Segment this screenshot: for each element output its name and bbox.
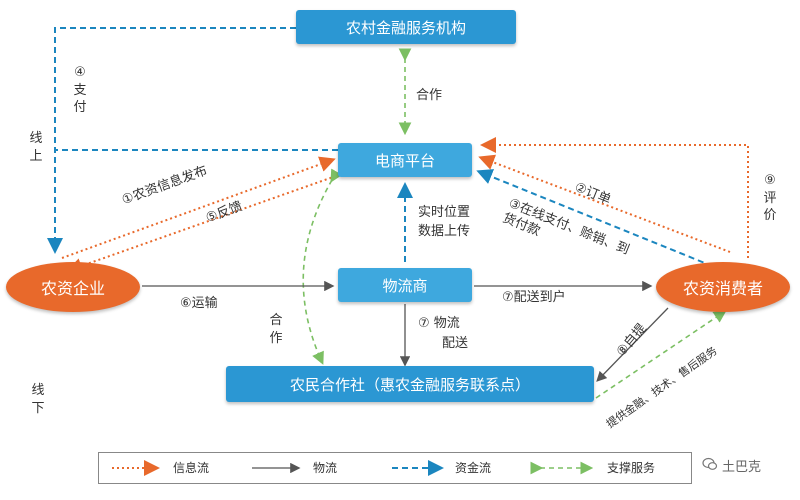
legend: 信息流 物流 资金流 支撑服务 bbox=[98, 452, 692, 484]
label-transport: ⑥运输 bbox=[180, 296, 218, 311]
label-online: 线上 bbox=[29, 131, 43, 164]
label-evaluate: ⑨评价 bbox=[763, 173, 777, 224]
support-flow-service bbox=[595, 310, 727, 399]
logistics-flow-pickup bbox=[596, 307, 669, 382]
node-cooperative: 农民合作社（惠农金融服务联系点） bbox=[226, 366, 594, 402]
label-offline: 线下 bbox=[31, 383, 45, 416]
capital-flow-pay bbox=[47, 27, 296, 254]
wechat-icon bbox=[702, 457, 718, 470]
label-logistics-deliver-1: ⑦ 物流 bbox=[418, 316, 460, 331]
label-realtime: 实时位置 bbox=[418, 205, 471, 220]
label-upload: 数据上传 bbox=[418, 224, 471, 239]
label-logistics-deliver-2: 配送 bbox=[442, 336, 469, 351]
support-flow-left bbox=[302, 168, 343, 365]
capital-flow-online-pay bbox=[476, 169, 723, 271]
node-rural-finance: 农村金融服务机构 bbox=[296, 10, 516, 44]
node-ecommerce: 电商平台 bbox=[338, 143, 472, 177]
label-cooperate-top: 合作 bbox=[416, 88, 443, 103]
legend-capital: 资金流 bbox=[455, 461, 492, 475]
node-consumer: 农资消费者 bbox=[656, 262, 790, 312]
legend-support: 支撑服务 bbox=[607, 461, 656, 475]
label-cooperate-left: 合作 bbox=[269, 313, 283, 346]
info-flow-feedback bbox=[66, 175, 337, 274]
watermark: 土巴克 bbox=[722, 460, 762, 475]
node-logistics: 物流商 bbox=[338, 268, 472, 302]
node-enterprise: 农资企业 bbox=[6, 262, 140, 312]
info-flow-order bbox=[478, 154, 731, 253]
legend-logistics: 物流 bbox=[313, 461, 338, 475]
legend-info: 信息流 bbox=[173, 461, 210, 475]
label-pay: ④支付 bbox=[73, 65, 87, 116]
label-deliver: ⑦配送到户 bbox=[502, 290, 566, 305]
